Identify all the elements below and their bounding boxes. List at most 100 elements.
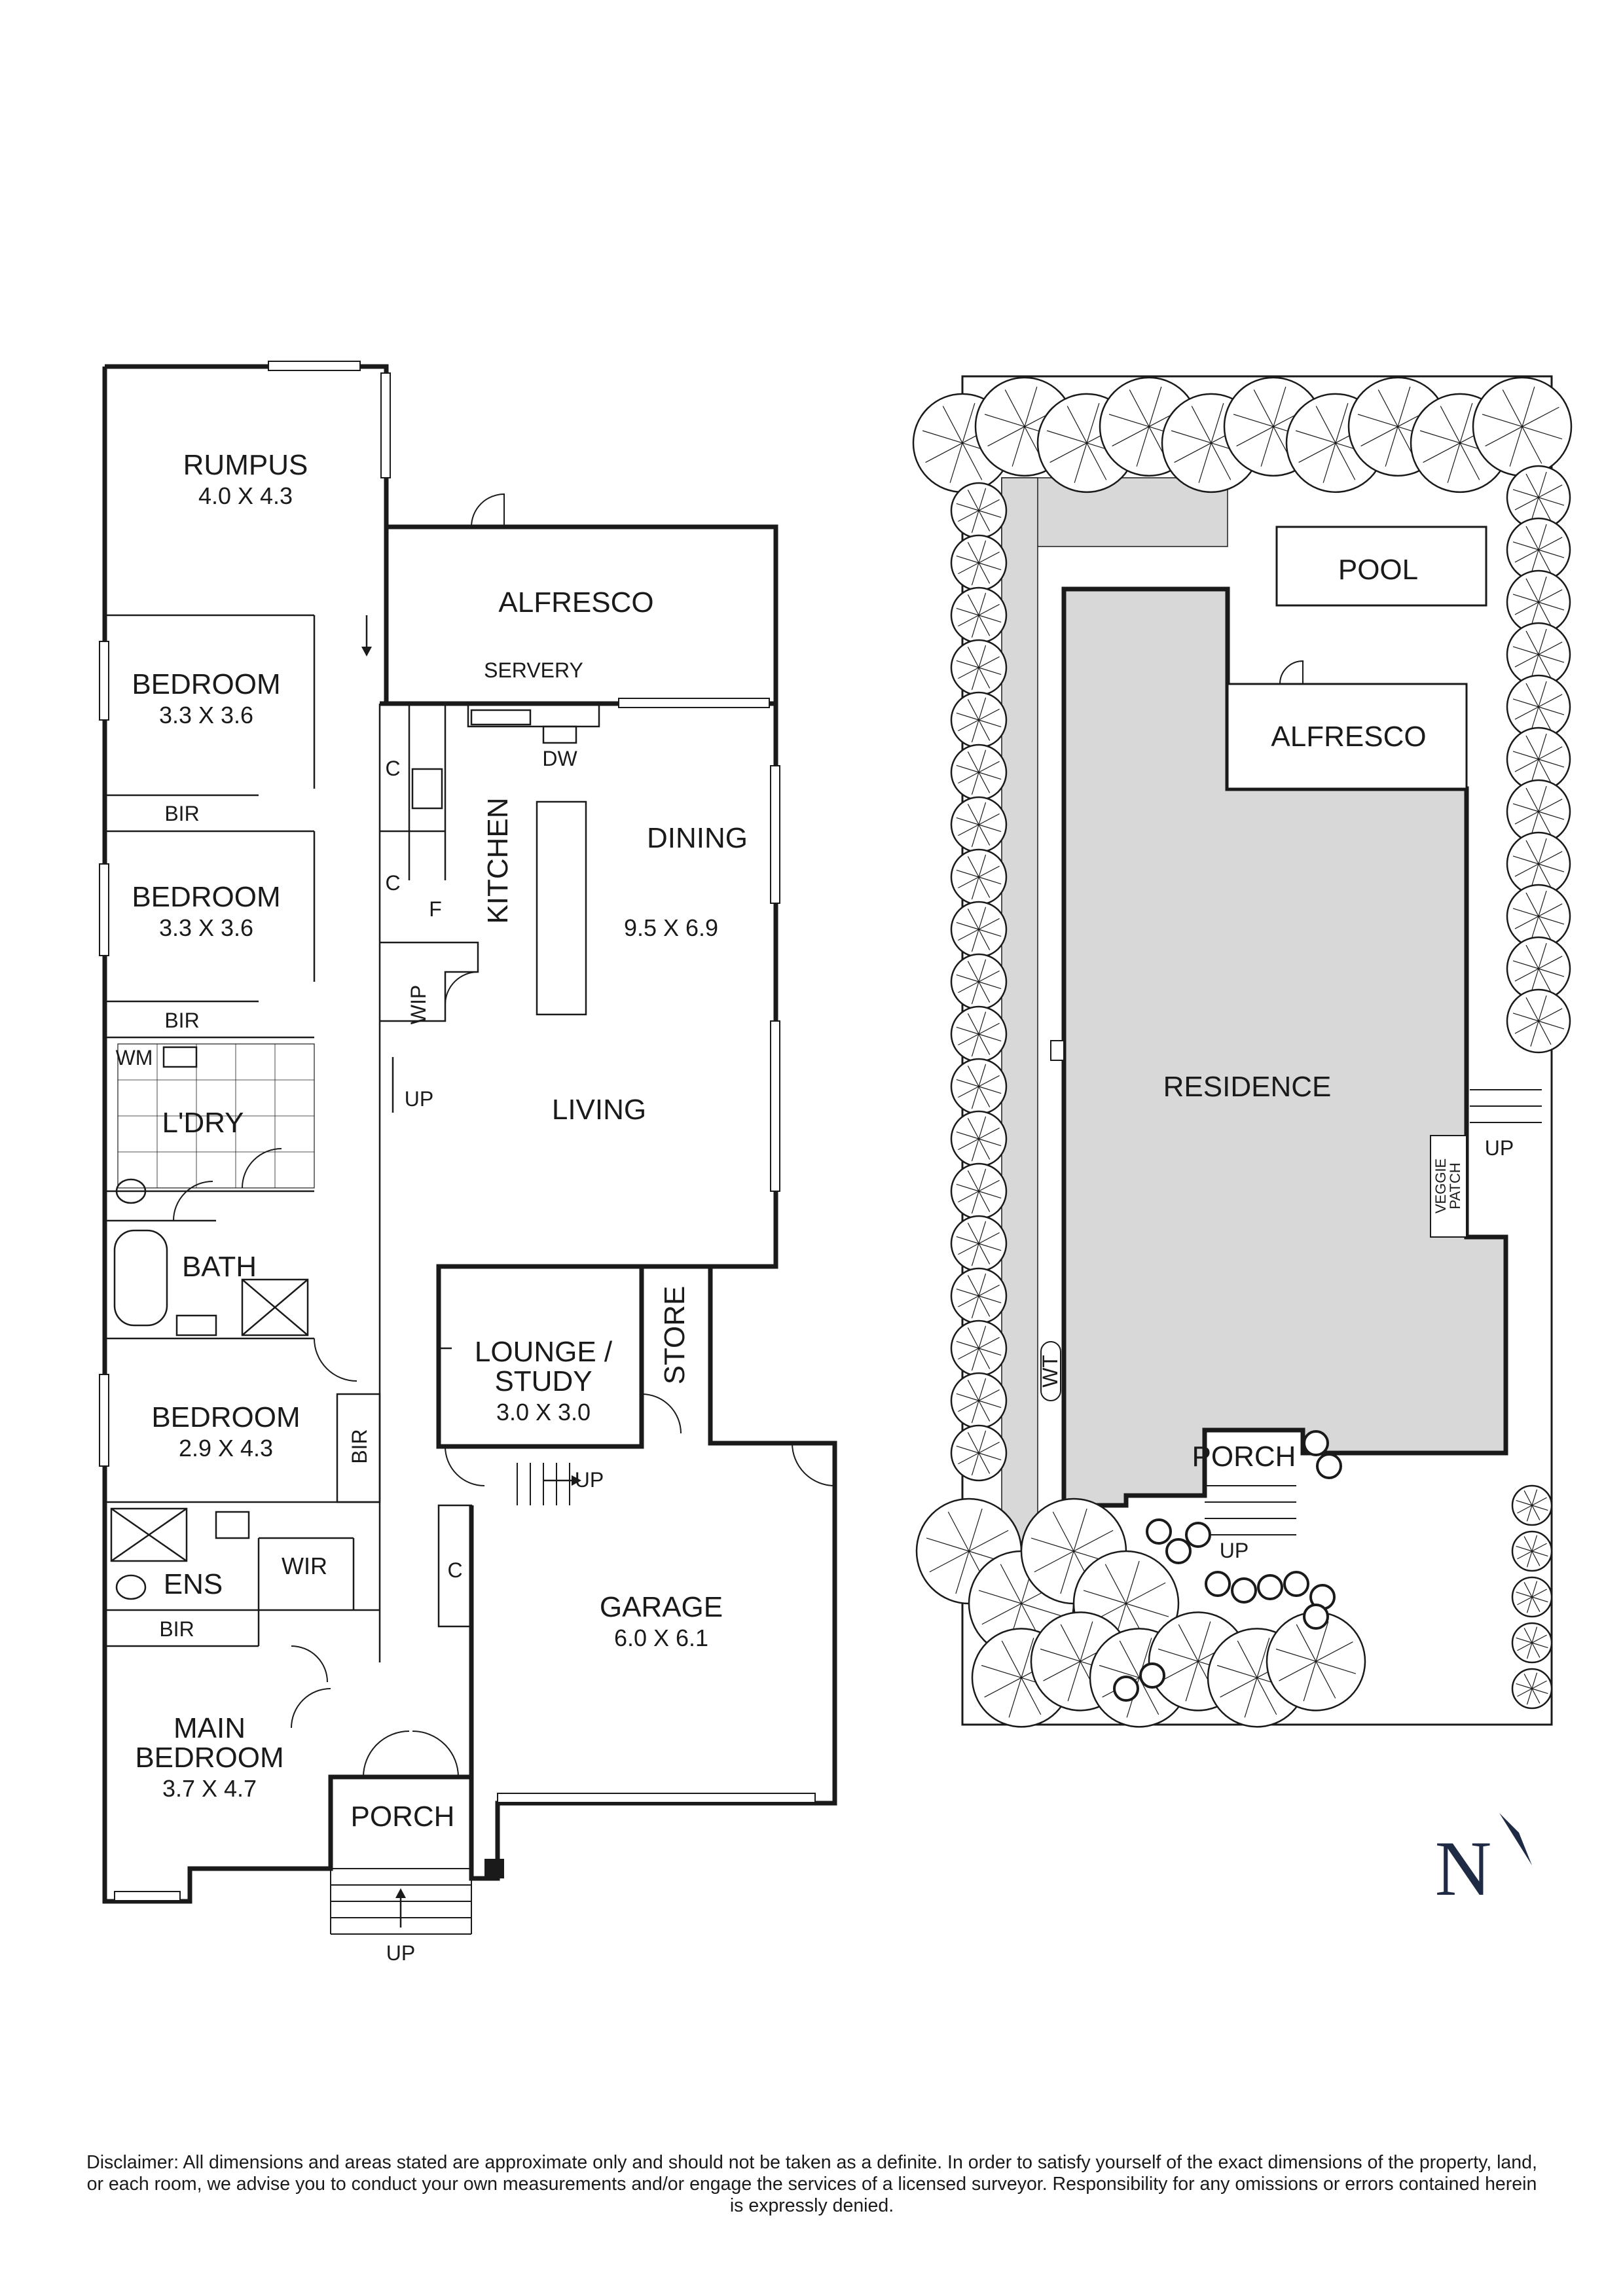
tree-branch <box>1531 1551 1541 1566</box>
tree-branch <box>956 922 979 930</box>
tree-branch <box>1525 526 1539 550</box>
bedroom-label: BEDROOM <box>132 881 280 913</box>
tree-branch <box>1531 1551 1548 1557</box>
tree-branch <box>1538 589 1563 603</box>
tree-branch <box>956 607 979 616</box>
tree-branch <box>1512 751 1539 760</box>
tree-branch <box>1538 497 1552 522</box>
tree-branch <box>1538 1020 1565 1030</box>
tree-branch <box>978 540 987 564</box>
tree-branch <box>967 908 979 930</box>
tree-branch <box>1517 1642 1533 1651</box>
tree-branch <box>947 1511 970 1552</box>
tree-branch <box>1525 840 1539 865</box>
sliding-door <box>618 698 770 708</box>
tree-branch <box>1538 654 1552 679</box>
tree-branch <box>1043 1660 1081 1681</box>
servery-label: SERVERY <box>484 658 583 682</box>
tree-branch <box>967 1275 979 1297</box>
tree-branch <box>956 764 979 773</box>
tree-branch <box>1538 524 1547 550</box>
tree-branch <box>1083 1590 1127 1604</box>
tree-branch <box>978 667 1002 675</box>
tree-branch <box>1516 1683 1533 1689</box>
tree-branch <box>958 510 979 522</box>
door-swing <box>445 971 479 1005</box>
tree-branch <box>1538 1020 1552 1045</box>
tree-branch <box>1523 1674 1533 1689</box>
tree-branch <box>981 1603 1022 1625</box>
up-label: UP <box>405 1087 433 1111</box>
cupboard-label: C <box>447 1558 462 1582</box>
tree-branch <box>967 542 979 564</box>
tree-branch <box>956 1288 979 1297</box>
bir-label: BIR <box>164 1009 199 1032</box>
tree-branch <box>1073 1508 1087 1552</box>
tree-branch <box>1512 1013 1539 1022</box>
window <box>268 361 361 371</box>
tree-branch <box>967 1118 979 1139</box>
trees <box>912 376 1573 1728</box>
tree-branch <box>949 442 963 483</box>
tree-branch <box>1538 916 1565 925</box>
tree-branch <box>978 1295 1002 1304</box>
bedroom-dims: 3.3 X 3.6 <box>159 702 253 728</box>
tree-branch <box>1440 406 1461 444</box>
tree-branch <box>978 719 1002 728</box>
window <box>114 1891 181 1901</box>
tree-branch <box>1531 1505 1541 1520</box>
tree-branch <box>967 647 979 668</box>
bedroom-label: BEDROOM <box>132 668 280 700</box>
cupboard-label: C <box>385 757 400 780</box>
door-swing <box>173 1181 213 1221</box>
tree-branch <box>1034 1551 1074 1573</box>
tree-branch <box>958 824 979 836</box>
site-up-label: UP <box>1485 1136 1514 1160</box>
tree-branch <box>956 974 979 982</box>
tree-branch <box>1512 960 1539 969</box>
tree-branch <box>1538 995 1547 1022</box>
tree-branch <box>1538 537 1563 550</box>
tree-branch <box>1525 735 1539 760</box>
tree-branch <box>1514 863 1539 877</box>
site-porch-label: PORCH <box>1192 1441 1296 1473</box>
tree-branch <box>967 699 979 721</box>
tree-branch <box>958 1452 979 1465</box>
tree-branch <box>1516 1499 1533 1506</box>
alfresco-label: ALFRESCO <box>498 586 653 619</box>
tree-branch <box>971 1138 979 1162</box>
tree-branch <box>1538 601 1565 611</box>
tree-branch <box>1538 863 1565 872</box>
tree-branch <box>1237 1640 1258 1678</box>
living-dims: 9.5 X 6.9 <box>624 914 718 941</box>
door-swing <box>291 1688 331 1729</box>
tree-branch <box>1512 908 1539 917</box>
tree-branch <box>1538 706 1552 731</box>
tree-branch <box>1161 1660 1199 1681</box>
tree-branch <box>978 918 1000 930</box>
tree-branch <box>978 1284 1000 1297</box>
site-alfresco <box>1226 683 1468 790</box>
tree-branch <box>1040 1648 1081 1662</box>
shrub <box>1113 1676 1139 1702</box>
site-alfresco-label: ALFRESCO <box>1271 721 1426 753</box>
vanity <box>175 1314 217 1336</box>
tree-branch <box>967 1013 979 1035</box>
tree-branch <box>1514 1020 1539 1034</box>
tree-branch <box>1525 944 1539 969</box>
tree-branch <box>978 667 991 689</box>
tree-branch <box>978 1221 987 1244</box>
tree-branch <box>1525 630 1539 655</box>
tree-branch <box>1256 1638 1270 1678</box>
tree-branch <box>1538 471 1547 498</box>
tree-branch <box>978 1325 987 1349</box>
tree-branch <box>967 961 979 982</box>
tree-branch <box>1198 442 1212 483</box>
tree-branch <box>1385 426 1398 467</box>
tree-branch <box>978 510 991 531</box>
tree-branch <box>978 615 991 636</box>
tree-branch <box>1108 414 1150 427</box>
tree-branch <box>1538 497 1565 506</box>
tree-branch <box>956 1183 979 1192</box>
shrub <box>1303 1430 1329 1456</box>
